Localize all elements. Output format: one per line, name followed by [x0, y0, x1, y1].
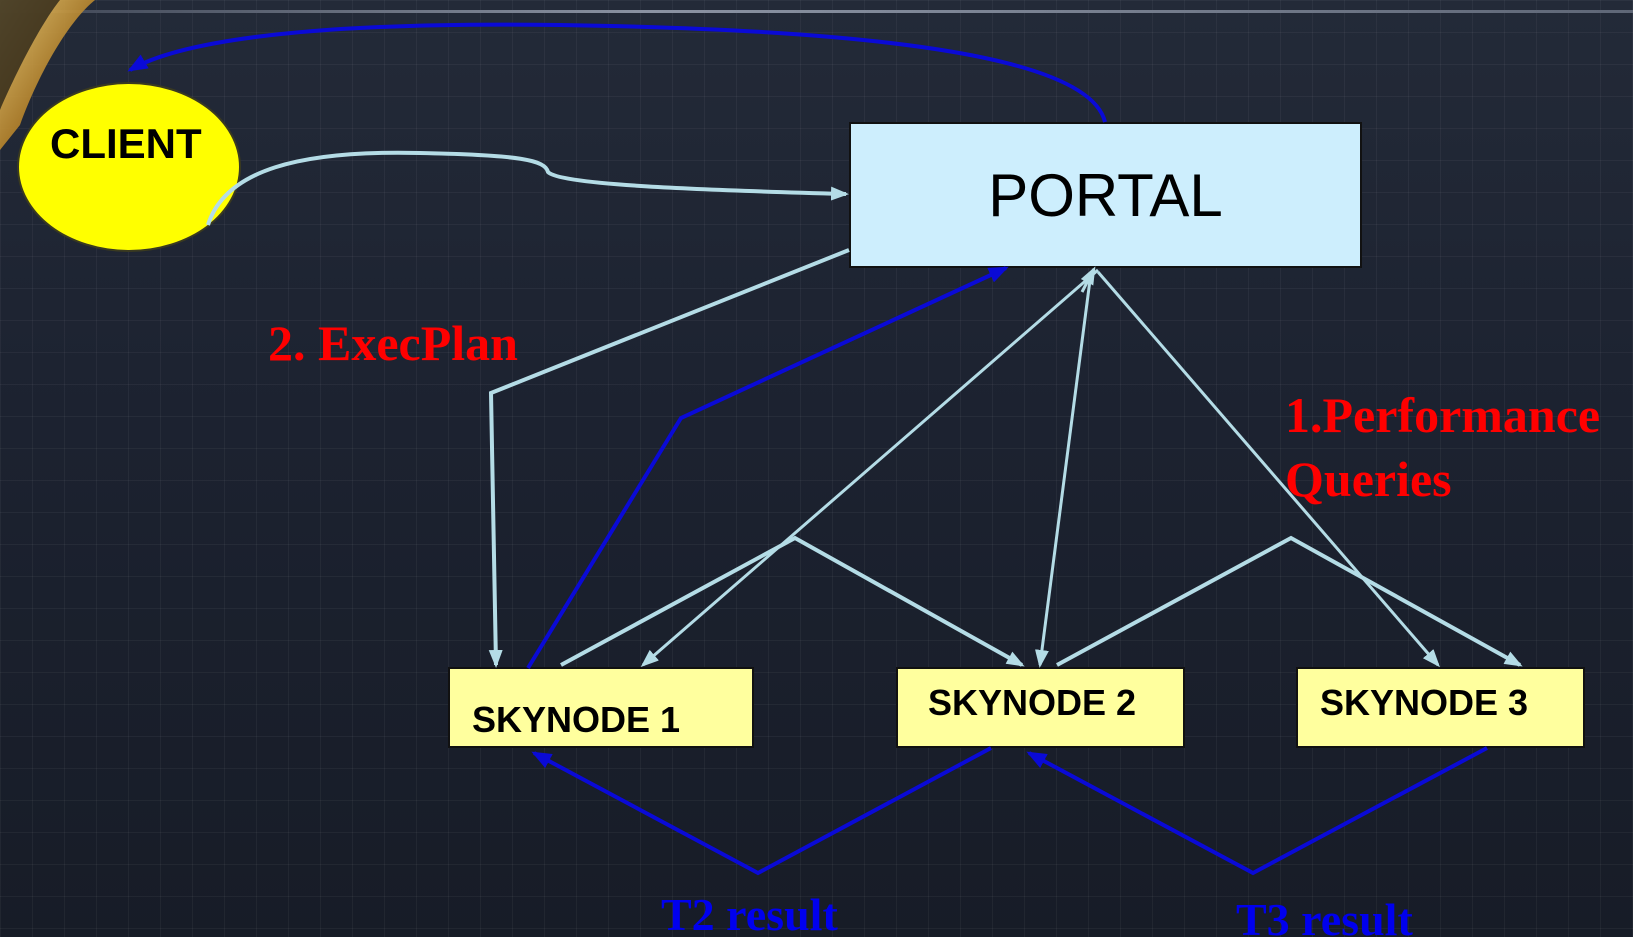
performance-queries-step-label: 1.Performance Queries	[1285, 383, 1600, 511]
client-label: CLIENT	[50, 120, 202, 167]
performance-query-skynode2	[1034, 279, 1092, 668]
skynode-2-label: SKYNODE 2	[928, 681, 1137, 723]
skynode-2: SKYNODE 2	[896, 667, 1185, 748]
performance-label-line2: Queries	[1285, 451, 1452, 507]
t3-result-label: T3 result	[1236, 894, 1413, 937]
skynode-1: SKYNODE 1	[448, 667, 754, 748]
execplan-arrow	[488, 248, 850, 668]
performance-query-skynode3	[1096, 271, 1440, 668]
skynode-3: SKYNODE 3	[1296, 667, 1585, 748]
performance-query-skynode1	[640, 268, 1099, 667]
skynode1-to-portal-blue-arrow	[526, 266, 1009, 670]
portal-to-client-arrow	[127, 22, 1107, 123]
execplan-step-label: 2. ExecPlan	[268, 315, 518, 371]
skynode2-to-skynode3-arrow	[1056, 535, 1523, 667]
performance-response-arrow	[1080, 266, 1096, 293]
t2-result-arrow	[531, 746, 992, 876]
title-rule	[0, 10, 1633, 13]
corner-swoosh-decoration	[0, 0, 95, 150]
skynode-3-label: SKYNODE 3	[1320, 681, 1529, 723]
portal-node: PORTAL	[849, 122, 1362, 268]
skynode-1-label: SKYNODE 1	[472, 698, 681, 740]
performance-label-line1: 1.Performance	[1285, 387, 1601, 443]
t3-result-arrow	[1026, 746, 1488, 876]
client-node	[17, 82, 241, 252]
t2-result-label: T2 result	[661, 889, 838, 937]
portal-label: PORTAL	[988, 161, 1223, 229]
client-to-portal-arrow	[206, 150, 849, 226]
skynode1-to-skynode2-arrow	[560, 535, 1025, 667]
